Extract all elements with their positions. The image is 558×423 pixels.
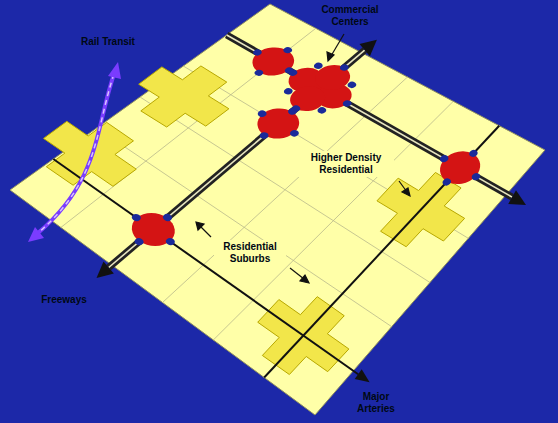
freeway-line [227,35,512,197]
freeway-median [227,35,512,197]
arrowhead [300,275,309,283]
arrowhead [355,369,370,382]
arrowhead [108,62,121,79]
arrowhead [360,40,377,57]
map-label: Residential Suburbs [214,240,286,266]
ground-plane [10,4,545,415]
map-label: Major Arteries [346,391,406,415]
map-label: Rail Transit [77,36,139,48]
arrowhead [196,222,204,230]
leader-line [290,268,304,279]
map-label: Higher Density Residential [298,151,394,177]
commercial-center [242,97,315,150]
map-label: Freeways [29,294,99,306]
rail-transit [28,62,121,242]
commercial-center [425,140,495,196]
leader-line [200,226,211,237]
arrowhead [97,261,114,278]
leader-lines [196,34,410,283]
arrowhead [327,52,334,61]
map-label: Commercial Centers [314,4,386,28]
commercial-centers [116,37,496,259]
arrowhead [508,190,526,205]
arrowhead [28,227,44,242]
freeways [97,35,527,278]
rail-line [38,74,114,233]
leader-line [331,34,344,56]
higher-density-residential [25,53,481,390]
artery-line [53,159,358,374]
commercial-center [116,201,191,259]
residential-cross [25,108,155,200]
rail-ties [38,74,114,233]
residential-cross [120,53,247,140]
commercial-center [237,37,310,86]
arrowhead [402,188,410,196]
artery-line [264,126,499,378]
